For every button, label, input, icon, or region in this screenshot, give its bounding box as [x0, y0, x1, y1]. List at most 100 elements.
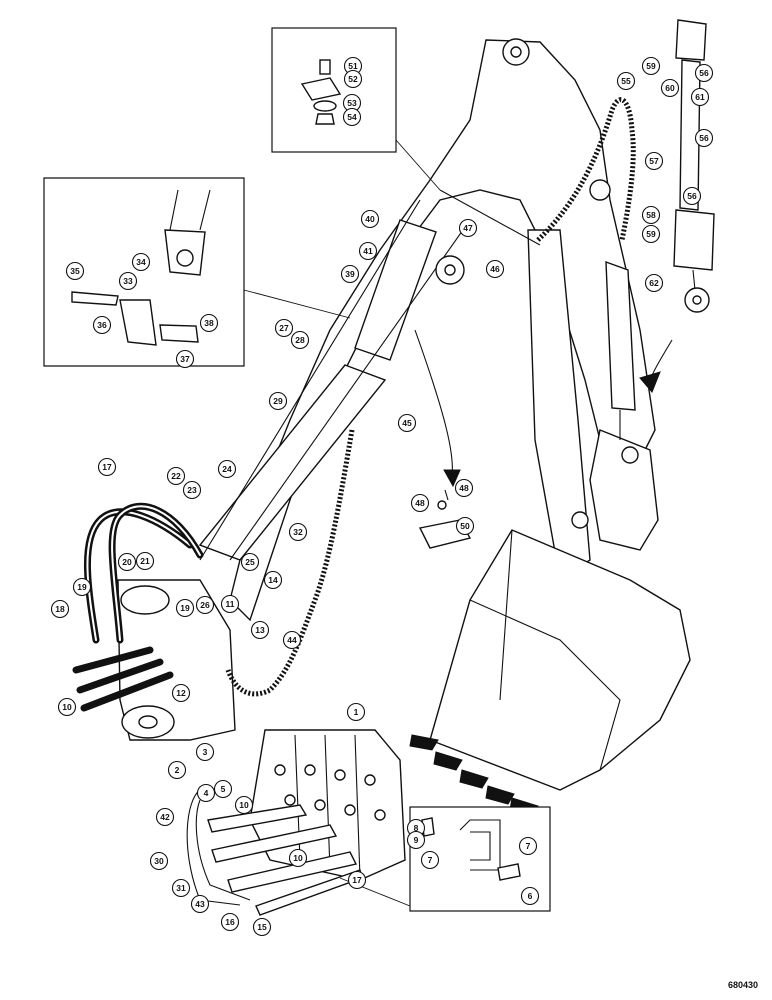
callout-18: 18 [50, 599, 70, 619]
callout-30: 30 [149, 851, 169, 871]
callout-37: 37 [175, 349, 195, 369]
callout-15-text: 15 [257, 922, 267, 932]
callout-34-text: 34 [136, 257, 146, 267]
callout-56b: 56 [694, 128, 714, 148]
callout-16-text: 16 [225, 917, 235, 927]
callout-26: 26 [195, 595, 215, 615]
callout-60-text: 60 [665, 83, 675, 93]
callout-61: 61 [690, 87, 710, 107]
swing-post [117, 579, 236, 741]
callout-23-text: 23 [187, 485, 197, 495]
document-number: 680430 [727, 980, 758, 990]
callout-20: 20 [117, 552, 137, 572]
callout-37-text: 37 [180, 354, 190, 364]
callout-56c-text: 56 [687, 191, 697, 201]
callout-18-text: 18 [55, 604, 65, 614]
callout-45-text: 45 [402, 418, 412, 428]
callout-3-text: 3 [203, 747, 208, 757]
callout-60: 60 [660, 78, 680, 98]
callout-2: 2 [167, 760, 187, 780]
callout-38: 38 [199, 313, 219, 333]
callout-29: 29 [268, 391, 288, 411]
bucket [409, 529, 691, 817]
callout-61-text: 61 [695, 92, 705, 102]
callout-59b: 59 [641, 224, 661, 244]
callout-39-text: 39 [345, 269, 355, 279]
callout-11: 11 [220, 594, 240, 614]
callout-48b: 48 [454, 478, 474, 498]
boom-cylinders [198, 189, 541, 561]
callout-25: 25 [240, 552, 260, 572]
callout-48a-text: 48 [415, 498, 425, 508]
pin-and-washer-detail [414, 329, 472, 549]
callout-35-text: 35 [70, 266, 80, 276]
callout-59a-text: 59 [646, 61, 656, 71]
callout-45: 45 [397, 413, 417, 433]
callout-6-text: 6 [528, 891, 533, 901]
callout-14: 14 [263, 570, 283, 590]
callout-56a: 56 [694, 63, 714, 83]
callout-46: 46 [485, 259, 505, 279]
bucket-cylinder-detail [639, 19, 715, 393]
callout-17b: 17 [347, 870, 367, 890]
callout-12-text: 12 [176, 688, 186, 698]
callout-41-text: 41 [363, 246, 373, 256]
callout-54: 54 [342, 107, 362, 127]
callout-56c: 56 [682, 186, 702, 206]
callout-44-text: 44 [287, 635, 297, 645]
callout-34: 34 [131, 252, 151, 272]
callout-22: 22 [166, 466, 186, 486]
hoses [72, 97, 636, 712]
callout-10c: 10 [288, 848, 308, 868]
callout-36: 36 [92, 315, 112, 335]
callout-19b-text: 19 [180, 603, 190, 613]
callout-26-text: 26 [200, 600, 210, 610]
callout-14-text: 14 [268, 575, 278, 585]
callout-51-text: 51 [348, 61, 358, 71]
callout-40-text: 40 [365, 214, 375, 224]
callout-10c-text: 10 [293, 853, 303, 863]
callout-13: 13 [250, 620, 270, 640]
callout-16: 16 [220, 912, 240, 932]
callout-59b-text: 59 [646, 229, 656, 239]
callout-21: 21 [135, 551, 155, 571]
callout-32-text: 32 [293, 527, 303, 537]
callout-8-text: 8 [414, 823, 419, 833]
callout-52-text: 52 [348, 74, 358, 84]
callout-27: 27 [274, 318, 294, 338]
callout-6: 6 [520, 886, 540, 906]
callout-3: 3 [195, 742, 215, 762]
callout-57: 57 [644, 151, 664, 171]
callout-48a: 48 [410, 493, 430, 513]
callout-56a-text: 56 [699, 68, 709, 78]
callout-59a: 59 [641, 56, 661, 76]
callout-28: 28 [290, 330, 310, 350]
callout-53-text: 53 [347, 98, 357, 108]
callout-7a-text: 7 [428, 855, 433, 865]
callout-19b: 19 [175, 598, 195, 618]
callout-56b-text: 56 [699, 133, 709, 143]
callout-32: 32 [288, 522, 308, 542]
callout-43-text: 43 [195, 899, 205, 909]
callout-24: 24 [217, 459, 237, 479]
callout-47: 47 [458, 218, 478, 238]
callout-27-text: 27 [279, 323, 289, 333]
callout-57-text: 57 [649, 156, 659, 166]
callout-9: 9 [406, 830, 426, 850]
callout-28-text: 28 [295, 335, 305, 345]
callout-21-text: 21 [140, 556, 150, 566]
callout-1: 1 [346, 702, 366, 722]
callout-1-text: 1 [354, 707, 359, 717]
callout-43: 43 [190, 894, 210, 914]
callout-62: 62 [644, 273, 664, 293]
callout-30-text: 30 [154, 856, 164, 866]
callout-25-text: 25 [245, 557, 255, 567]
callout-50-text: 50 [460, 521, 470, 531]
callout-42: 42 [155, 807, 175, 827]
callout-5: 5 [213, 779, 233, 799]
callout-40: 40 [360, 209, 380, 229]
callout-31: 31 [171, 878, 191, 898]
callout-4: 4 [196, 783, 216, 803]
callout-7b-text: 7 [526, 841, 531, 851]
callout-41: 41 [358, 241, 378, 261]
